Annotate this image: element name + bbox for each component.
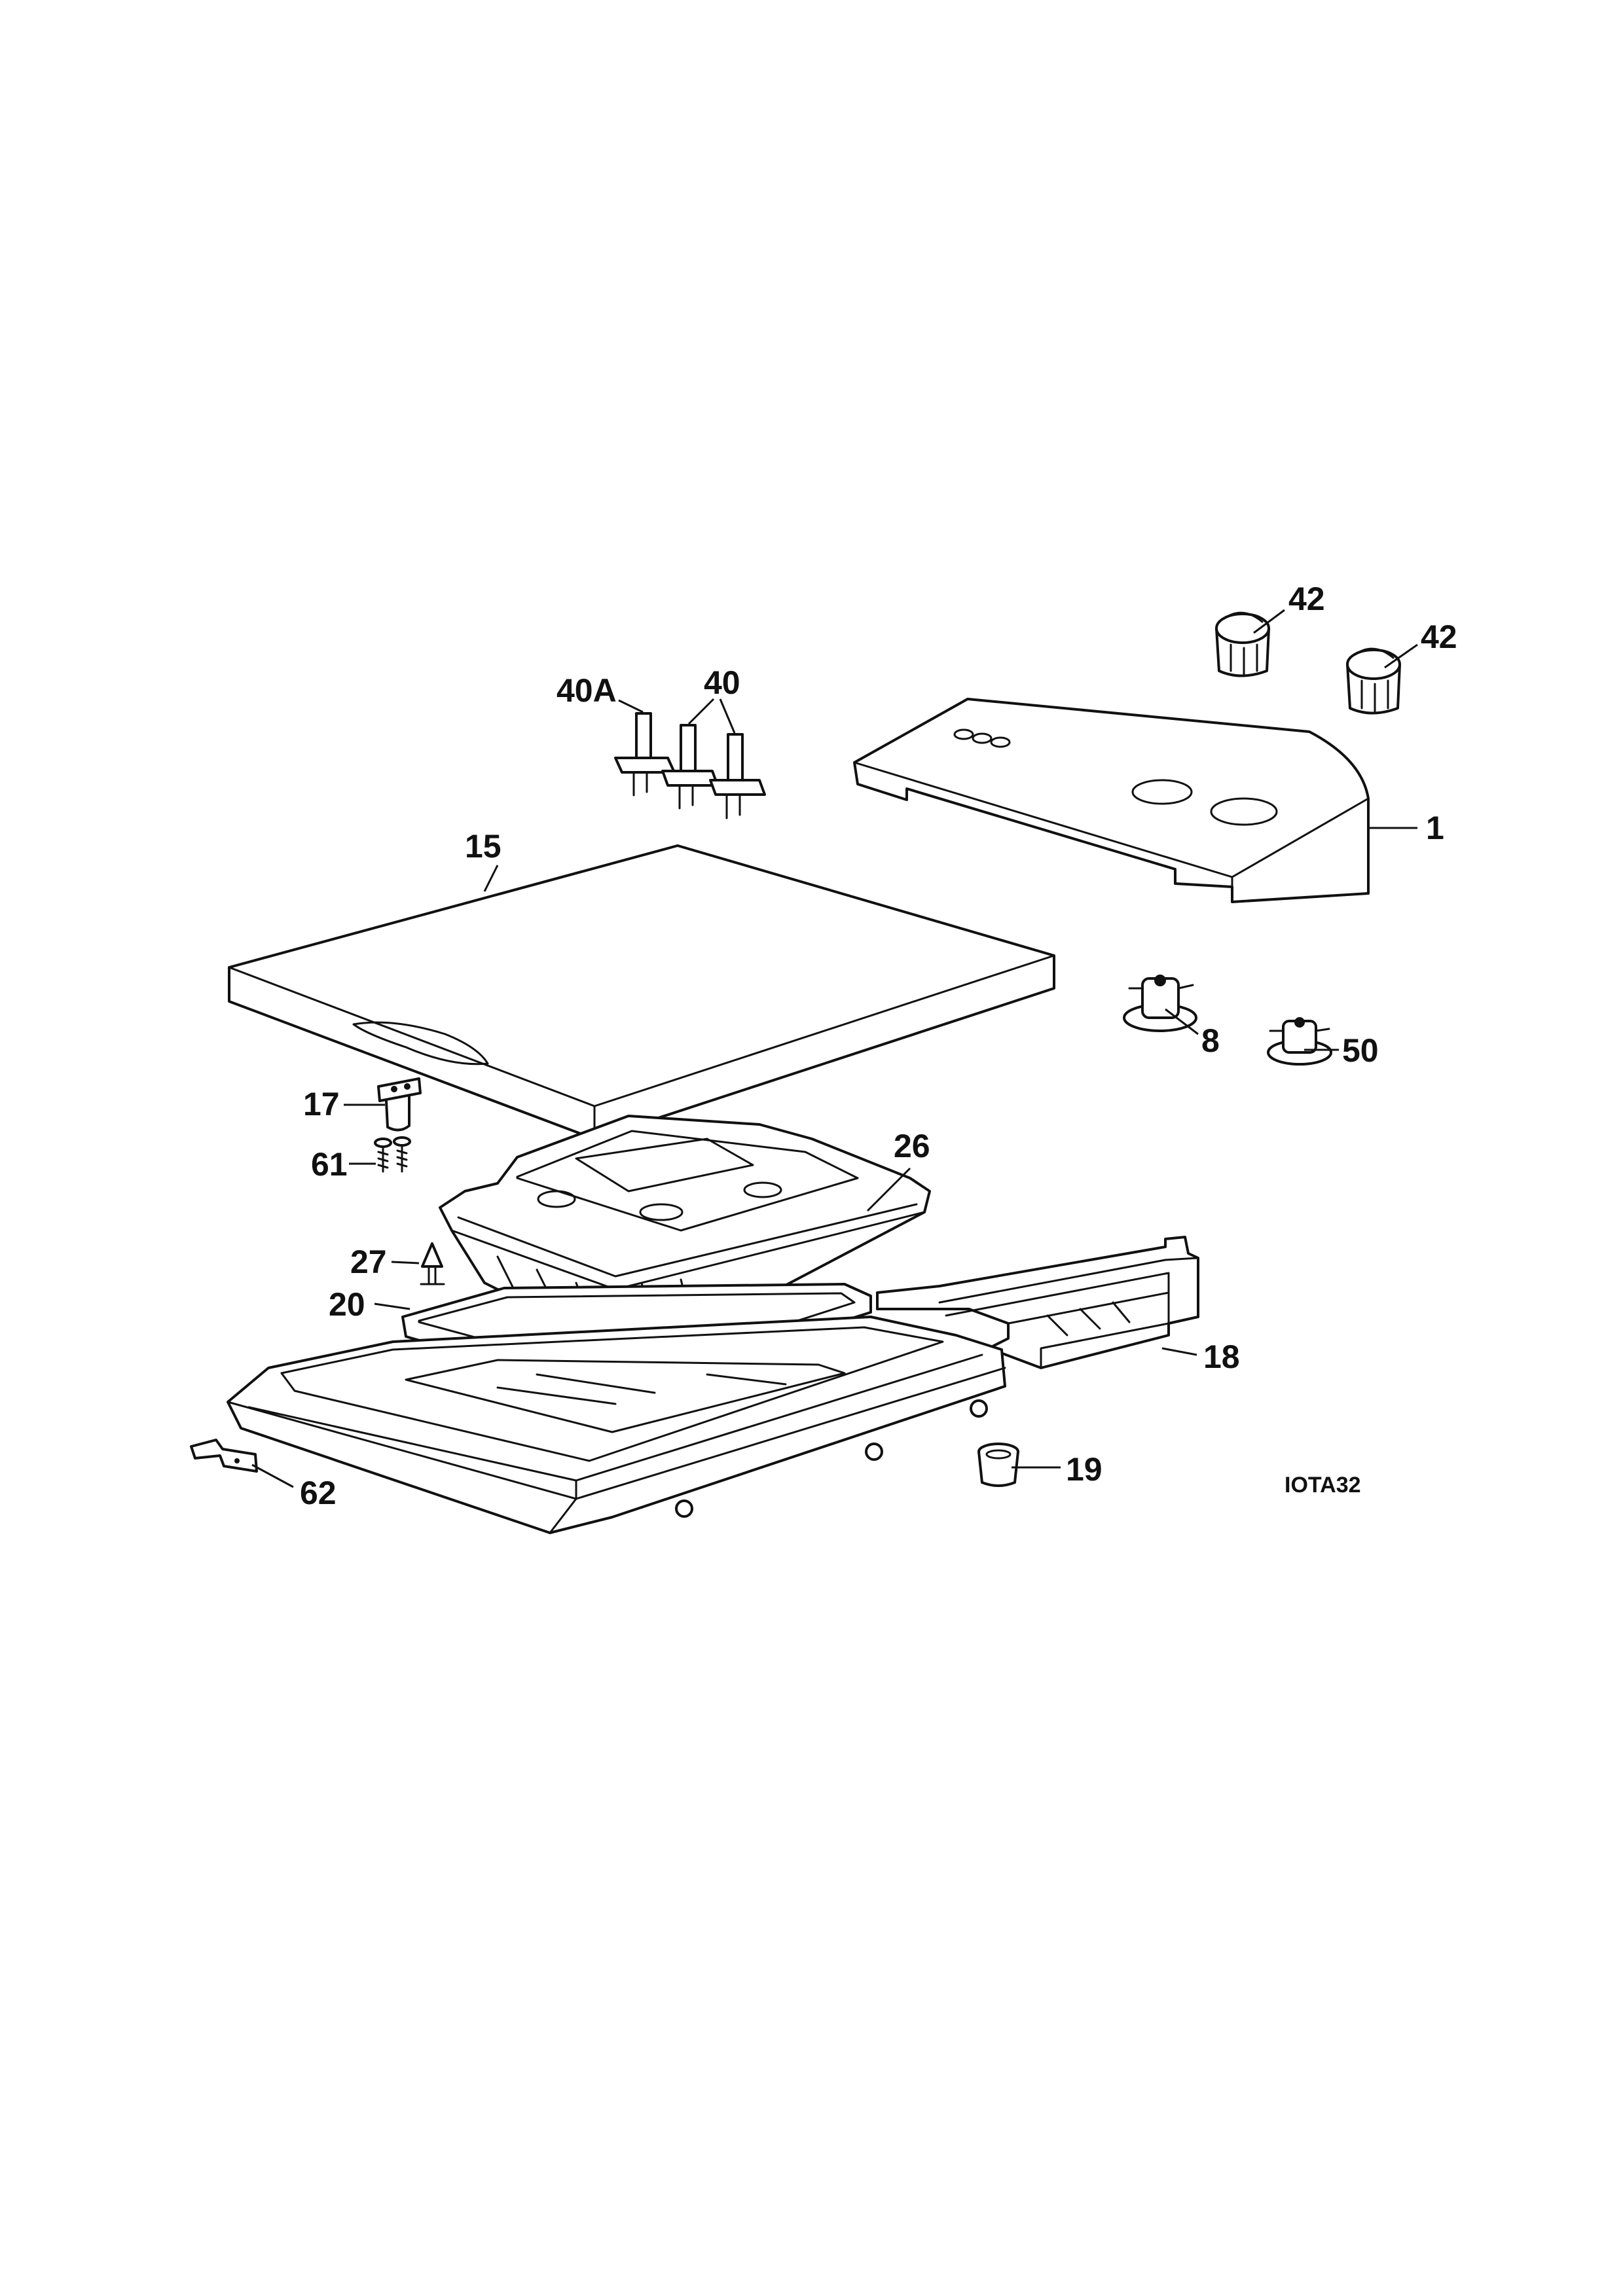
callout-17: 17 (303, 1086, 340, 1122)
callout-27: 27 (350, 1244, 387, 1280)
screw-61-right (393, 1136, 411, 1173)
callout-40a: 40A (556, 672, 617, 709)
knob-42-right (1346, 647, 1401, 715)
leader-lines (251, 609, 1418, 1488)
clip-27 (420, 1242, 445, 1285)
control-panel-1 (853, 698, 1370, 903)
bracket-62 (190, 1439, 258, 1473)
callout-18: 18 (1203, 1338, 1240, 1375)
callout-1: 1 (1426, 810, 1444, 846)
callout-40: 40 (704, 664, 740, 701)
callout-50: 50 (1342, 1032, 1379, 1069)
callouts: 42 42 40A 40 1 15 8 50 17 61 26 27 20 18… (300, 581, 1457, 1511)
lid-15 (228, 844, 1055, 1140)
foot-19 (977, 1443, 1019, 1487)
callout-20: 20 (329, 1286, 365, 1323)
tray-18 (876, 1236, 1199, 1369)
switch-40-right (709, 733, 766, 819)
callout-15: 15 (465, 828, 501, 865)
callout-26: 26 (894, 1128, 930, 1164)
callout-8: 8 (1201, 1022, 1220, 1059)
screw-61-left (374, 1138, 392, 1173)
valve-8 (1123, 975, 1197, 1032)
callout-42-right: 42 (1421, 619, 1457, 655)
base-frame (227, 1316, 1006, 1534)
valve-50 (1267, 1017, 1332, 1066)
hinge-17 (377, 1077, 422, 1132)
diagram-code: IOTA32 (1285, 1473, 1361, 1498)
knob-42-left (1215, 611, 1270, 677)
callout-62: 62 (300, 1475, 337, 1511)
callout-42-left: 42 (1288, 581, 1325, 617)
callout-61: 61 (311, 1146, 348, 1183)
switch-40a (614, 712, 676, 797)
callout-19: 19 (1066, 1451, 1103, 1488)
